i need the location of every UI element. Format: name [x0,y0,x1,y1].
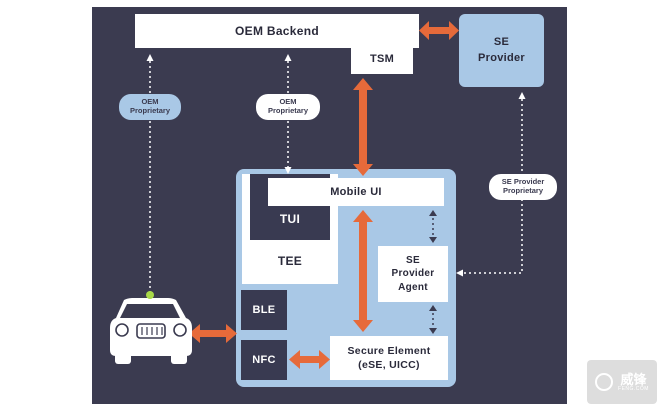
se-provider-agent-box: SE Provider Agent [378,246,448,302]
car-icon [110,298,192,364]
oem-proprietary-label-left: OEM Proprietary [129,97,171,115]
se-provider-box: SE Provider [459,14,544,87]
nfc-label: NFC [252,354,276,366]
arrow-nfc-secure-element [289,350,330,369]
se-provider-proprietary-label: SE Provider Proprietary [501,177,545,195]
arrow-backend-se-provider [419,21,459,40]
oem-backend-box: OEM Backend [135,14,419,48]
mobile-ui-label: Mobile UI [330,186,382,198]
se-provider-to-agent-connector [456,92,526,277]
tui-label: TUI [279,212,301,226]
ble-label: BLE [252,304,276,316]
oem-proprietary-pill-center: OEM Proprietary [256,94,320,120]
tsm-label: TSM [369,53,395,65]
tee-label-wrap: TEE [250,246,330,276]
arrow-mobile-ui-secure-element [353,210,373,332]
arrowheads-mobile-agent [429,210,437,243]
mobile-ui-box: Mobile UI [268,178,444,206]
car-status-dot [146,291,154,299]
watermark-subtext: FENG.COM [618,385,649,392]
watermark: 威锋 FENG.COM [587,360,657,404]
arrow-tsm-mobile-ui [353,78,373,176]
arrow-car-ble [189,324,237,343]
secure-element-label: Secure Element (eSE, UICC) [347,344,431,371]
se-provider-agent-label: SE Provider Agent [391,254,435,293]
tee-label: TEE [277,254,303,268]
secure-element-box: Secure Element (eSE, UICC) [330,336,448,380]
arrowheads-agent-se [429,305,437,334]
se-provider-label: SE Provider [477,36,526,64]
oem-proprietary-pill-left: OEM Proprietary [119,94,181,120]
oem-proprietary-label-center: OEM Proprietary [267,97,309,115]
tsm-box: TSM [351,44,413,74]
nfc-box: NFC [241,340,287,380]
oem-backend-label: OEM Backend [235,24,319,38]
ble-box: BLE [241,290,287,330]
watermark-text: 威锋 [620,371,647,387]
watermark-logo-icon [595,373,614,391]
se-provider-proprietary-pill: SE Provider Proprietary [489,174,557,200]
